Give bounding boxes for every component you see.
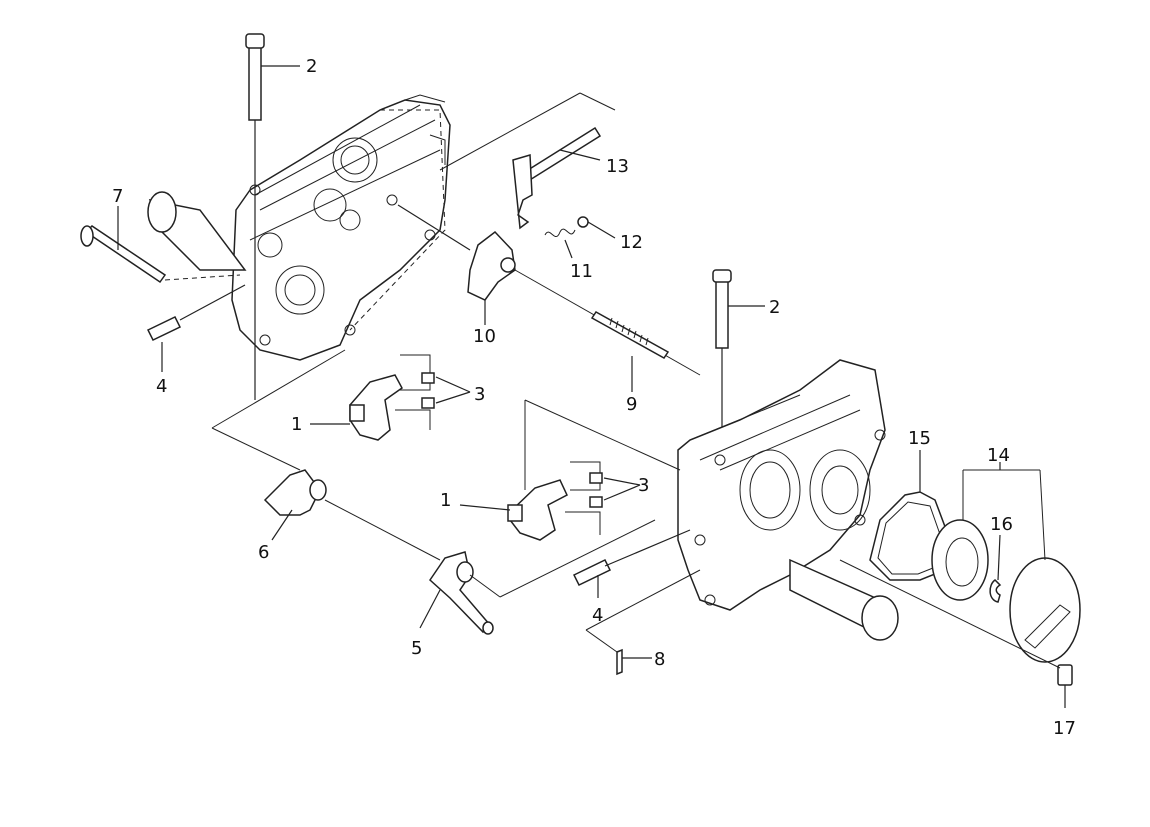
callout-3-lower: 3 (638, 475, 649, 496)
callout-6: 6 (258, 542, 269, 563)
callout-3-upper: 3 (474, 384, 485, 405)
callout-8: 8 (654, 649, 665, 670)
callout-4-left: 4 (156, 376, 167, 397)
rod-part-7 (80, 206, 241, 284)
spring-part-11 (544, 228, 576, 259)
callout-12: 12 (620, 232, 643, 253)
bolt-part-17 (839, 559, 1073, 708)
clip-part-16 (989, 534, 1002, 603)
shift-fork-part-1-upper (310, 354, 471, 441)
callout-17: 17 (1053, 718, 1076, 739)
callout-13: 13 (606, 156, 629, 177)
dowel-part-4-left (146, 284, 246, 372)
sleeve-left (147, 191, 247, 271)
callout-11: 11 (570, 261, 593, 282)
pin-part-2-lower (712, 269, 765, 460)
callout-14: 14 (987, 445, 1010, 466)
fork-part-10 (397, 204, 701, 376)
callout-9: 9 (626, 394, 637, 415)
pin-part-2-upper (245, 33, 300, 400)
fork-part-6 (211, 349, 441, 561)
cover-part-14 (931, 462, 1081, 663)
shaft-part-9 (590, 311, 670, 392)
ball-part-12 (577, 216, 616, 239)
callout-2-upper: 2 (306, 56, 317, 77)
callout-1-lower: 1 (440, 490, 451, 511)
right-housing (677, 359, 899, 641)
callout-2-lower: 2 (769, 297, 780, 318)
lever-part-5 (419, 519, 656, 635)
callout-15: 15 (908, 428, 931, 449)
dowel-part-4-right (572, 529, 691, 598)
callout-1-upper: 1 (291, 414, 302, 435)
callout-10: 10 (473, 326, 496, 347)
shift-fork-part-1-lower (459, 399, 681, 541)
callout-7: 7 (112, 186, 123, 207)
callout-4-right: 4 (592, 605, 603, 626)
callout-5: 5 (411, 638, 422, 659)
callout-16: 16 (990, 514, 1013, 535)
pin-part-8 (585, 569, 701, 676)
gasket-part-15 (869, 450, 951, 581)
lever-part-13 (439, 92, 616, 230)
left-housing (231, 94, 451, 361)
